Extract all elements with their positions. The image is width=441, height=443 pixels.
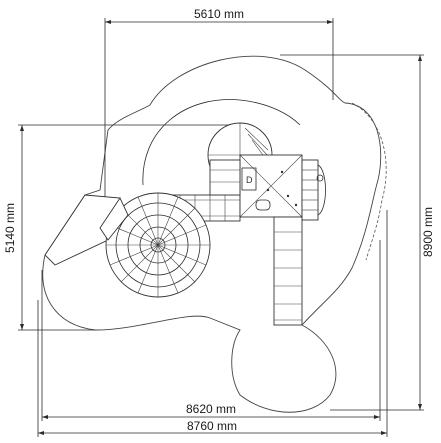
spiral-tube-slide [99,192,211,298]
safety-zone-dashed [351,102,387,261]
dim-bottom-outer-arrow-left [38,431,44,435]
tower-side-climber [301,159,326,221]
tower-deck: D [239,154,303,218]
dim-left-label: 5140 mm [3,203,17,253]
dim-left-arrow-top [20,125,24,131]
dim-right-label: 8900 mm [421,207,435,257]
svg-text:D: D [246,175,253,185]
dim-left-arrow-bottom [20,324,24,330]
dim-bottom-inner-arrow-left [42,415,48,419]
dim-bottom-outer-label: 8760 mm [187,419,237,433]
dim-top-label: 5610 mm [194,7,244,21]
dim-top-arrow-right [327,20,333,24]
dim-top-arrow-left [105,20,111,24]
tower-left-panel [209,159,241,196]
dim-bottom-inner-label: 8620 mm [186,402,236,416]
dim-bottom-outer-arrow-right [381,431,387,435]
safety-zone-circle-arc [142,99,301,186]
slide-exit-zone [44,194,121,266]
access-ladder [273,216,303,326]
dim-right-arrow-top [418,55,422,61]
dim-bottom-inner-arrow-right [374,415,380,419]
dim-right-arrow-bottom [418,404,422,410]
